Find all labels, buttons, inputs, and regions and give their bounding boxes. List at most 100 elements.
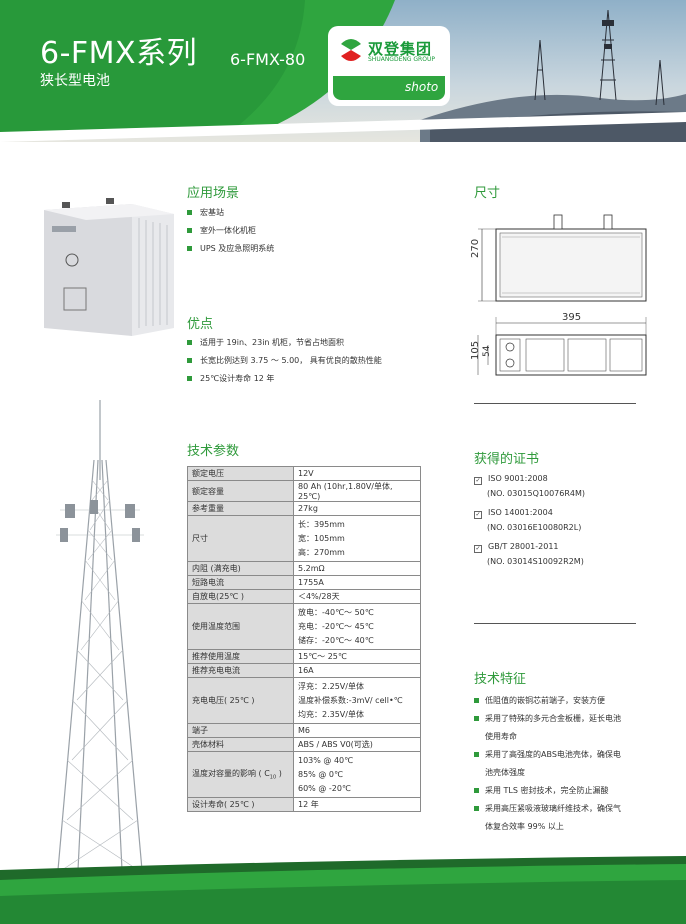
spec-key-end: ) (276, 769, 282, 779)
feature-line: 采用 TLS 密封技术，完全防止漏酸 (485, 786, 609, 795)
dimension-length: 395 (562, 312, 582, 323)
list-item: 采用高压紧吸液玻璃纤维技术，确保气体复合效率 99% 以上 (474, 800, 674, 836)
section-title-tech-params: 技术参数 (187, 444, 240, 459)
bullet-icon (187, 340, 192, 345)
spec-line: 高：270mm (298, 547, 345, 557)
spec-key: 使用温度范围 (187, 603, 294, 650)
table-row: 充电电压( 25℃ )浮充：2.25V/单体温度补偿系数:-3mV/ cell•… (187, 677, 421, 724)
spec-line: 浮充：2.25V/单体 (298, 681, 364, 691)
certificate-name: ✓GB/T 28001-2011 (474, 542, 664, 557)
table-row: 设计寿命( 25℃ )12 年 (187, 797, 421, 812)
spec-key: 推荐使用温度 (187, 649, 294, 664)
list-item: 适用于 19in、23in 机柜，节省占地面积 (187, 334, 457, 352)
spec-key-text: 温度对容量的影响 ( C (192, 769, 270, 779)
application-text: UPS 及应急照明系统 (200, 244, 275, 253)
table-row: 内阻 (满充电)5.2mΩ (187, 561, 421, 576)
spec-key: 自放电(25℃ ) (187, 589, 294, 604)
features-list: 低阻值的嵌铜芯前端子，安装方便 采用了特殊的多元合金板栅，延长电池使用寿命 采用… (474, 692, 674, 836)
checkbox-icon: ✓ (474, 477, 482, 485)
advantage-text: 25℃设计寿命 12 年 (200, 374, 275, 383)
spec-value: ＜4%/28天 (293, 589, 421, 604)
bullet-icon (187, 210, 192, 215)
certificate-number: (NO. 03014S10092R2M) (487, 557, 584, 566)
logo-brand-name: shoto (405, 80, 439, 94)
feature-line: 使用寿命 (485, 732, 517, 741)
spec-key: 额定电压 (187, 466, 294, 481)
spec-line: 放电：-40℃～ 50℃ (298, 607, 374, 617)
feature-line: 池壳体强度 (485, 768, 525, 777)
application-list: 宏基站 室外一体化机柜 UPS 及应急照明系统 (187, 204, 447, 258)
checkbox-icon: ✓ (474, 511, 482, 519)
dimension-height: 270 (470, 238, 481, 258)
section-title-features: 技术特征 (474, 672, 527, 687)
spec-key: 额定容量 (187, 480, 294, 502)
section-title-advantages: 优点 (187, 317, 214, 332)
model-number: 6-FMX-80 (230, 50, 306, 69)
bullet-icon (474, 806, 479, 811)
bullet-icon (187, 376, 192, 381)
advantage-text: 适用于 19in、23in 机柜，节省占地面积 (200, 338, 345, 347)
bullet-icon (187, 246, 192, 251)
certificate-number: (NO. 03015Q10076R4M) (487, 489, 586, 498)
bullet-icon (187, 228, 192, 233)
spec-line: 充电：-20℃～ 45℃ (298, 621, 374, 631)
divider (474, 403, 636, 404)
spec-key: 尺寸 (187, 515, 294, 562)
certificate-list: ✓ ISO 9001:2008 (NO. 03015Q10076R4M) ✓ ISO… (474, 474, 664, 576)
spec-key: 温度对容量的影响 ( C10 ) (187, 751, 294, 798)
list-item: 采用了高强度的ABS电池壳体，确保电池壳体强度 (474, 746, 674, 782)
spec-line: 85% @ 0℃ (298, 769, 343, 779)
advantages-list: 适用于 19in、23in 机柜，节省占地面积 长宽比例达到 3.75 ～ 5.… (187, 334, 457, 388)
spec-key-subscript: 10 (269, 774, 277, 781)
logo-mark-icon (341, 39, 361, 61)
certificate-name: ✓ ISO 14001:2004 (474, 508, 664, 523)
application-text: 室外一体化机柜 (200, 226, 256, 235)
spec-key: 推荐充电电流 (187, 663, 294, 678)
list-item: 采用 TLS 密封技术，完全防止漏酸 (474, 782, 674, 800)
spec-value: 16A (293, 663, 421, 678)
section-title-certificates: 获得的证书 (474, 452, 540, 467)
feature-line: 采用了高强度的ABS电池壳体，确保电 (485, 750, 621, 759)
tower-illustration (56, 400, 144, 870)
spec-key: 设计寿命( 25℃ ) (187, 797, 294, 812)
spec-value: M6 (293, 723, 421, 738)
checkbox-icon: ✓ (474, 545, 482, 553)
list-item: 长宽比例达到 3.75 ～ 5.00， 具有优良的散热性能 (187, 352, 457, 370)
spec-value: 5.2mΩ (293, 561, 421, 576)
list-item: 低阻值的嵌铜芯前端子，安装方便 (474, 692, 674, 710)
logo-chinese-name: 双登集团 (368, 40, 433, 58)
spec-line: 均充：2.35V/单体 (298, 709, 364, 719)
spec-key: 壳体材料 (187, 737, 294, 752)
certificate-label: ISO 9001:2008 (488, 474, 548, 483)
spec-line: 长：395mm (298, 519, 345, 529)
spec-value: 1755A (293, 575, 421, 590)
section-title-application: 应用场景 (187, 186, 240, 201)
spec-key: 端子 (187, 723, 294, 738)
list-item: 室外一体化机柜 (187, 222, 447, 240)
spec-value: 15℃～ 25℃ (293, 649, 421, 664)
spec-line: 103% @ 40℃ (298, 755, 354, 765)
dimension-width: 105 (470, 340, 481, 360)
footer-band (0, 856, 686, 924)
bullet-icon (474, 752, 479, 757)
bullet-icon (474, 716, 479, 721)
feature-line: 采用了特殊的多元合金板栅，延长电池 (485, 714, 621, 723)
bullet-icon (474, 698, 479, 703)
dimension-drawing (477, 214, 647, 376)
list-item: UPS 及应急照明系统 (187, 240, 447, 258)
application-text: 宏基站 (200, 208, 224, 217)
feature-line: 体复合效率 99% 以上 (485, 822, 564, 831)
page-subtitle: 狭长型电池 (40, 73, 110, 89)
header-banner: 6-FMX系列 狭长型电池 6-FMX-80 双登集团 SHUANGDENG G… (0, 0, 686, 142)
certificate-label: ISO 14001:2004 (488, 508, 553, 517)
